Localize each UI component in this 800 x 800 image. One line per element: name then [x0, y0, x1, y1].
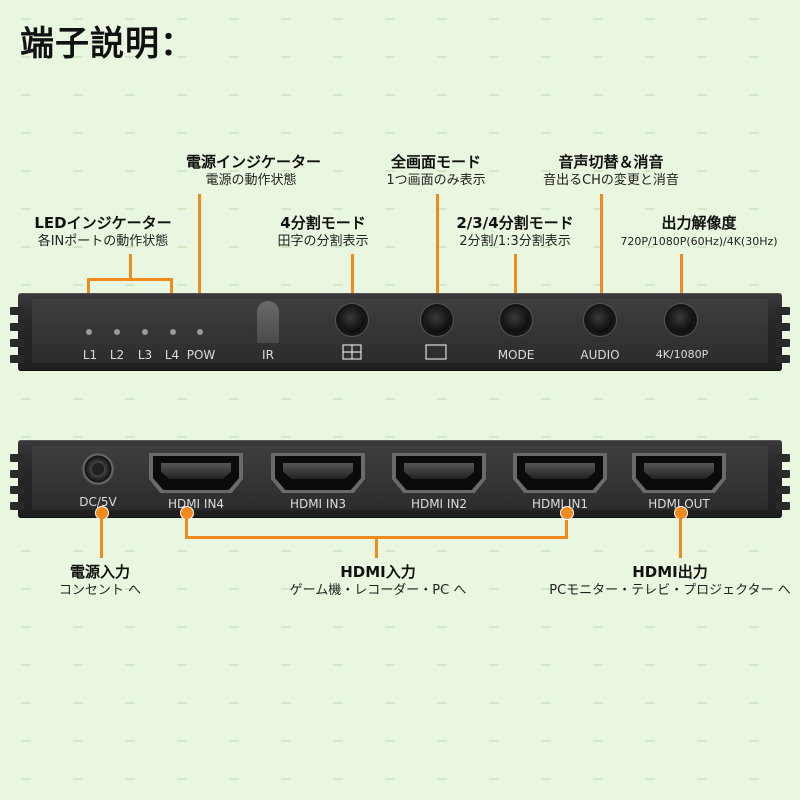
led-label-l3: L3: [137, 348, 153, 362]
callout-audio: 音声切替＆消音 音出るCHの変更と消音: [543, 153, 679, 188]
fullscreen-mode-button[interactable]: [424, 307, 450, 333]
leader-full: [436, 194, 439, 324]
quad-split-icon: [342, 344, 362, 360]
quad-mode-button[interactable]: [339, 307, 365, 333]
hdmi-in3-label: HDMI IN3: [289, 497, 347, 511]
leader-hdmi-out: [679, 512, 682, 558]
resolution-label: 4K/1080P: [655, 348, 709, 361]
led-power-indicator: [197, 329, 203, 335]
dc-power-jack[interactable]: [81, 452, 115, 486]
leader-hdmi-in-stem: [375, 536, 378, 558]
led-l4-indicator: [170, 329, 176, 335]
hdmi-out-label: HDMI OUT: [648, 497, 710, 511]
callout-multi: 2/3/4分割モード 2分割/1:3分割表示: [456, 214, 574, 249]
callout-hdmi-in: HDMI入力 ゲーム機・レコーダー・PC へ: [289, 563, 467, 598]
hdmi-in2-label: HDMI IN2: [410, 497, 468, 511]
callout-full: 全画面モード 1つ画面のみ表示: [386, 153, 486, 188]
leader-quad: [351, 254, 354, 324]
led-label-l1: L1: [82, 348, 98, 362]
resolution-button[interactable]: [668, 307, 694, 333]
mode-label: MODE: [497, 348, 535, 362]
leader-power: [198, 194, 201, 324]
leader-resolution: [680, 254, 683, 324]
callout-led: LEDインジケーター 各INポートの動作状態: [34, 214, 172, 249]
leader-in1: [565, 512, 568, 538]
led-label-l4: L4: [164, 348, 180, 362]
callout-quad: 4分割モード 田字の分割表示: [277, 214, 369, 249]
page-title: 端子説明：: [20, 24, 195, 64]
leader-led-bar: [87, 278, 173, 281]
hdmi-in1-port[interactable]: [517, 456, 603, 490]
led-label-l2: L2: [109, 348, 125, 362]
callout-power: 電源インジケーター 電源の動作状態: [186, 153, 322, 188]
audio-label: AUDIO: [580, 348, 620, 362]
leader-dc: [100, 512, 103, 558]
leader-dot-in1: [560, 506, 574, 520]
leader-mode: [514, 254, 517, 324]
hdmi-in1-label: HDMI IN1: [531, 497, 589, 511]
ir-label: IR: [262, 348, 274, 362]
callout-resolution: 出力解像度 720P/1080P(60Hz)/4K(30Hz): [620, 214, 778, 248]
ir-receiver: [257, 301, 279, 343]
leader-audio: [600, 194, 603, 324]
hdmi-out-port[interactable]: [636, 456, 722, 490]
fullscreen-icon: [425, 344, 447, 360]
callout-hdmi-out: HDMI出力 PCモニター・テレビ・プロジェクター へ: [549, 563, 791, 598]
hdmi-in4-port[interactable]: [153, 456, 239, 490]
led-label-pow: POW: [186, 348, 216, 362]
led-l2-indicator: [114, 329, 120, 335]
front-panel: L1 L2 L3 L4 POW IR MODE AUDIO 4K/1080P: [10, 293, 790, 371]
led-l3-indicator: [142, 329, 148, 335]
hdmi-in2-port[interactable]: [396, 456, 482, 490]
leader-in4: [185, 512, 188, 538]
hdmi-in3-port[interactable]: [275, 456, 361, 490]
hdmi-in4-label: HDMI IN4: [167, 497, 225, 511]
led-l1-indicator: [86, 329, 92, 335]
callout-dc: 電源入力 コンセント へ: [58, 563, 142, 598]
dc-label: DC/5V: [79, 495, 117, 509]
rear-panel: DC/5V HDMI IN4 HDMI IN3 HDMI IN2 HDMI IN…: [10, 440, 790, 518]
audio-button[interactable]: [587, 307, 613, 333]
mode-button[interactable]: [503, 307, 529, 333]
leader-led-stem: [129, 254, 132, 279]
